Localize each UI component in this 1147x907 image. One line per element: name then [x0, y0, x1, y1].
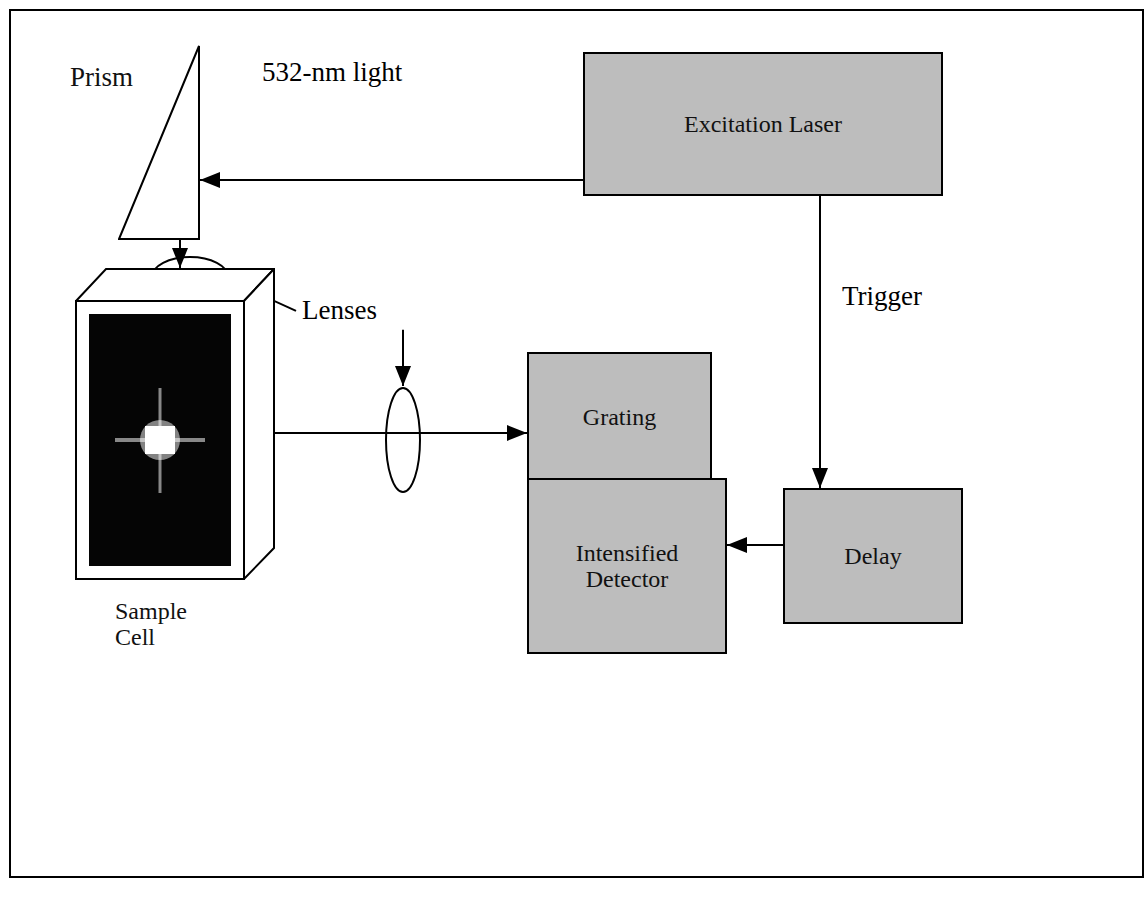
- node-label: Delay: [844, 543, 901, 569]
- grating-box: Grating: [527, 352, 712, 482]
- edge-label: Trigger: [842, 282, 922, 312]
- connector-arrow: [727, 537, 783, 553]
- node-label: Excitation Laser: [684, 111, 842, 137]
- prism: Prism: [118, 45, 200, 240]
- detector-box: Intensified Detector: [527, 478, 727, 654]
- node-label: Sample Cell: [115, 598, 215, 651]
- delay-box: Delay: [783, 488, 963, 624]
- lens: [386, 388, 420, 492]
- connector-arrow: [172, 240, 188, 268]
- part-label: Lenses: [302, 296, 377, 326]
- node-label: Prism: [70, 63, 133, 93]
- node-label: Intensified Detector: [542, 540, 712, 593]
- connector-arrow: [275, 425, 527, 441]
- frame: [10, 10, 1143, 877]
- connector-arrow: [812, 196, 828, 488]
- cell-shape: [75, 268, 275, 580]
- node-label: Grating: [583, 404, 656, 430]
- edge-label: 532-nm light: [262, 58, 402, 88]
- sample-cell: Sample Cell: [75, 268, 275, 580]
- connector-arrow: [200, 172, 583, 188]
- laser-box: Excitation Laser: [583, 52, 943, 196]
